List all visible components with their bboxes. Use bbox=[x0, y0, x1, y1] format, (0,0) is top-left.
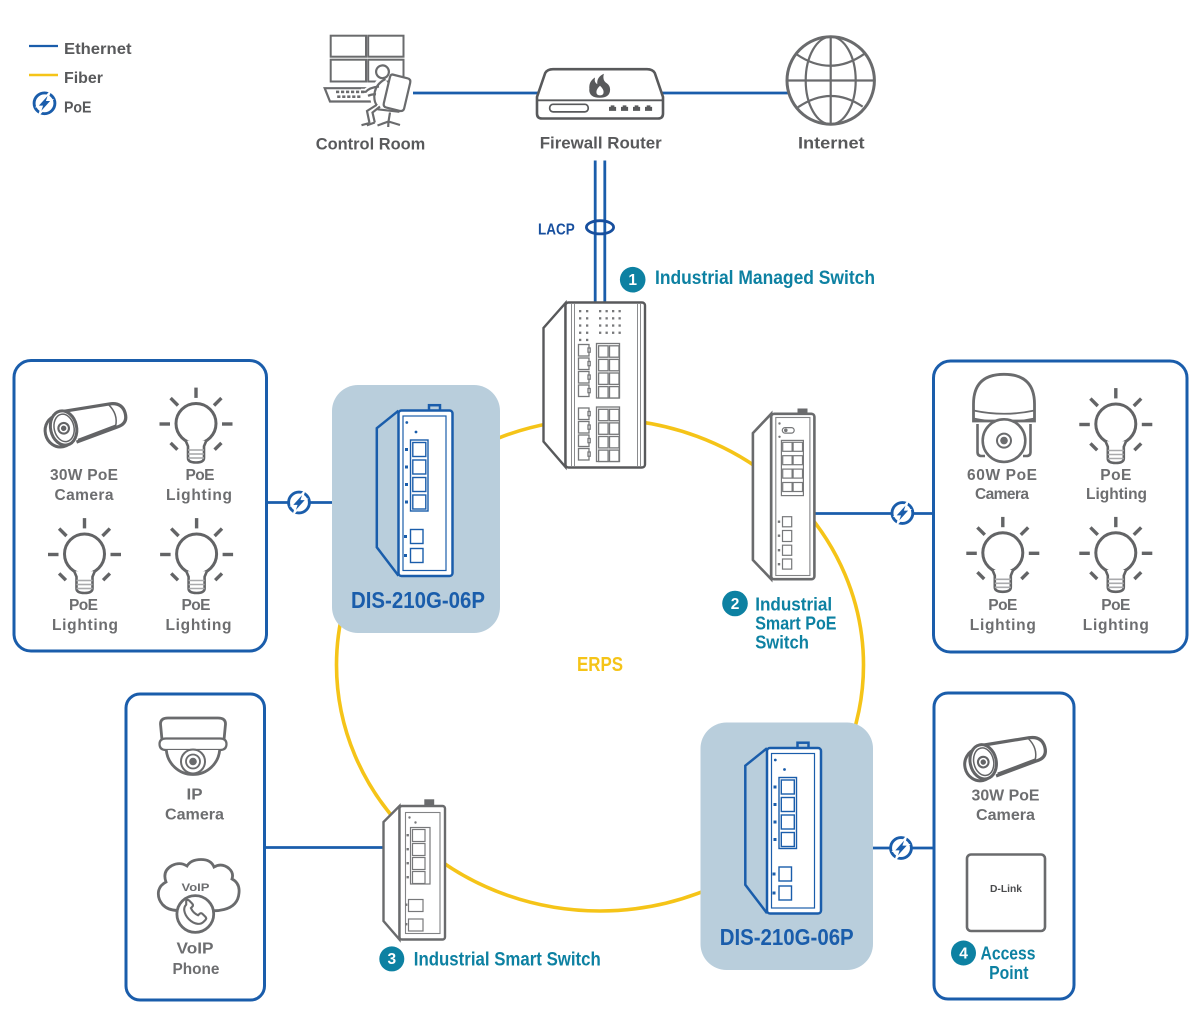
svg-text:Lighting: Lighting bbox=[166, 487, 232, 504]
svg-text:Lighting: Lighting bbox=[1086, 486, 1147, 503]
svg-text:2: 2 bbox=[731, 596, 740, 613]
svg-text:VoIP: VoIP bbox=[182, 882, 210, 894]
svg-text:Point: Point bbox=[989, 962, 1028, 983]
svg-text:Camera: Camera bbox=[975, 486, 1029, 503]
svg-text:Firewall Router: Firewall Router bbox=[540, 134, 662, 153]
svg-text:Camera: Camera bbox=[165, 807, 224, 824]
svg-text:D-Link: D-Link bbox=[990, 884, 1022, 895]
svg-text:3: 3 bbox=[387, 951, 396, 968]
svg-text:30W PoE: 30W PoE bbox=[972, 788, 1040, 805]
svg-text:PoE: PoE bbox=[1101, 597, 1130, 614]
svg-text:PoE: PoE bbox=[69, 597, 98, 614]
svg-text:Camera: Camera bbox=[55, 487, 114, 504]
svg-text:Industrial Managed Switch: Industrial Managed Switch bbox=[655, 268, 875, 289]
svg-text:Lighting: Lighting bbox=[970, 617, 1036, 634]
svg-text:Smart PoE: Smart PoE bbox=[755, 613, 836, 634]
svg-text:Internet: Internet bbox=[798, 133, 865, 152]
svg-text:Phone: Phone bbox=[173, 961, 220, 978]
svg-text:Ethernet: Ethernet bbox=[64, 41, 132, 58]
svg-text:DIS-210G-06P: DIS-210G-06P bbox=[351, 587, 485, 613]
svg-text:Access: Access bbox=[981, 943, 1036, 964]
svg-text:Industrial Smart Switch: Industrial Smart Switch bbox=[414, 950, 601, 971]
svg-text:Switch: Switch bbox=[755, 632, 809, 653]
svg-text:PoE: PoE bbox=[182, 597, 211, 614]
svg-text:Industrial: Industrial bbox=[755, 594, 832, 615]
svg-text:4: 4 bbox=[959, 945, 968, 962]
svg-text:Camera: Camera bbox=[976, 807, 1035, 824]
svg-text:1: 1 bbox=[628, 272, 637, 289]
svg-text:LACP: LACP bbox=[538, 222, 575, 239]
svg-text:ERPS: ERPS bbox=[577, 654, 623, 676]
svg-text:Lighting: Lighting bbox=[52, 617, 118, 634]
svg-text:Fiber: Fiber bbox=[64, 70, 103, 87]
svg-text:Lighting: Lighting bbox=[1083, 617, 1149, 634]
svg-text:PoE: PoE bbox=[186, 467, 215, 484]
svg-text:30W PoE: 30W PoE bbox=[50, 467, 118, 484]
svg-text:VoIP: VoIP bbox=[177, 941, 214, 958]
svg-text:PoE: PoE bbox=[1100, 467, 1131, 484]
svg-text:DIS-210G-06P: DIS-210G-06P bbox=[720, 924, 854, 950]
svg-text:60W PoE: 60W PoE bbox=[967, 467, 1037, 484]
svg-text:Control Room: Control Room bbox=[316, 135, 426, 154]
svg-text:IP: IP bbox=[187, 787, 203, 804]
svg-text:PoE: PoE bbox=[64, 100, 92, 117]
svg-text:PoE: PoE bbox=[988, 597, 1017, 614]
svg-text:Lighting: Lighting bbox=[166, 617, 232, 634]
